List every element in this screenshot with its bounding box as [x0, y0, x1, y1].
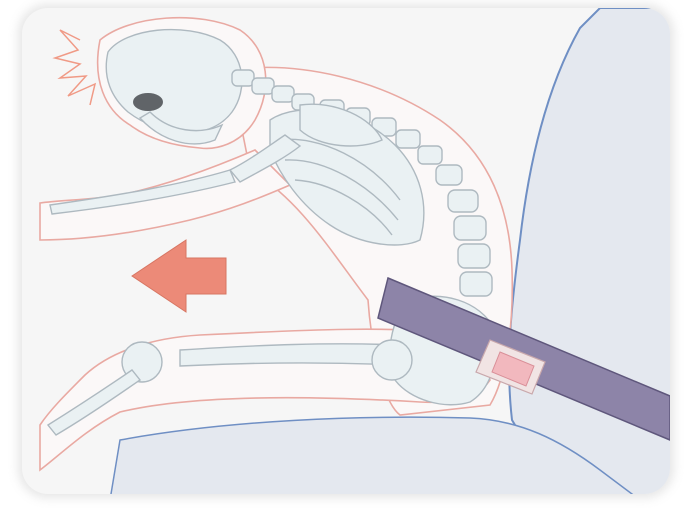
arrow-left-icon	[132, 240, 226, 312]
illustration-card	[22, 8, 670, 494]
seatbelt-illustration	[22, 8, 670, 494]
eye-socket	[133, 93, 163, 111]
hair	[55, 30, 95, 105]
hip-joint	[372, 340, 412, 380]
